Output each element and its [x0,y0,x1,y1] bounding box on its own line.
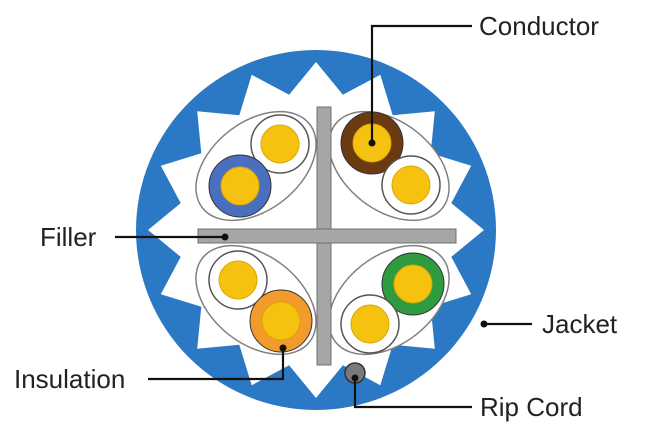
wire-white-brown-conductor [391,165,431,205]
filler-cross [197,106,457,366]
filler-leader-dot [221,233,229,241]
rip-cord-leader-line [353,378,472,409]
jacket-leader-dot [480,320,488,328]
filler-label: Filler [40,222,97,252]
filler-horizontal-bar [197,228,457,244]
insulation-leader-dot [279,344,287,352]
wire-white-green-conductor [350,304,390,344]
callout-leader-lines [115,24,532,409]
insulation-label: Insulation [14,364,125,394]
wire-green-conductor [393,264,433,304]
jacket-label: Jacket [542,309,618,339]
rip-cord-leader-dot [351,374,359,382]
conductor-label: Conductor [479,11,599,41]
insulation-leader-line [148,348,285,381]
wire-blue-conductor [220,166,260,206]
wire-orange-conductor [261,301,301,341]
conductor-leader-line [370,24,472,143]
conductor-leader-dot [368,139,376,147]
wire-white-orange-conductor [218,260,258,300]
rip-cord-label: Rip Cord [480,392,583,422]
wire-white-blue-conductor [260,124,300,164]
